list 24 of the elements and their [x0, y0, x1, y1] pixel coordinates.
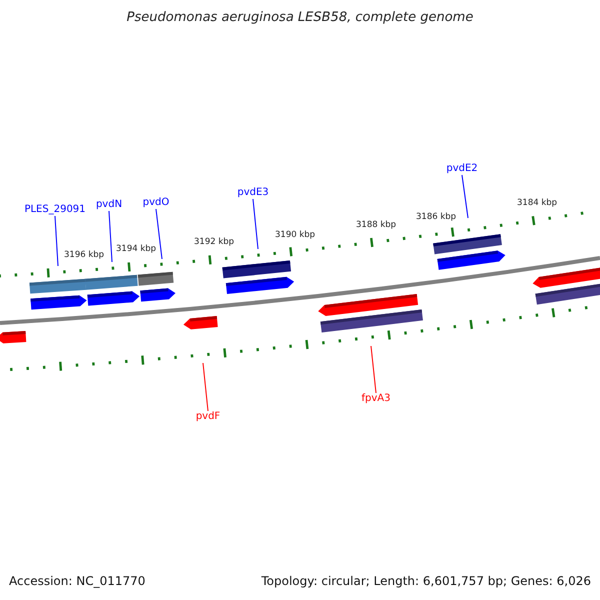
gene-label: pvdO: [142, 198, 170, 208]
leader-line: [54, 216, 58, 266]
scale-label: 3188 kbp: [356, 221, 396, 230]
leader-line: [252, 198, 258, 250]
leader-line: [370, 346, 376, 394]
scale-label: 3190 kbp: [275, 231, 316, 240]
leader-line: [108, 210, 112, 262]
scale-label: 3186 kbp: [416, 213, 456, 222]
scale-label: 3184 kbp: [517, 199, 558, 208]
scale-label: 3196 kbp: [64, 251, 104, 260]
gene-label: pvdF: [196, 412, 220, 422]
leader-line: [462, 174, 468, 218]
accession-text: Accession: NC_011770: [9, 575, 146, 587]
gene-label: pvdN: [96, 200, 122, 210]
leader-line: [202, 362, 208, 412]
gene-label: pvdE2: [446, 164, 478, 174]
scale-label: 3192 kbp: [194, 238, 234, 246]
gene-label: pvdE3: [237, 188, 269, 198]
scale-label: 3194 kbp: [116, 245, 156, 254]
diagram-title: Pseudomonas aeruginosa LESB58, complete genome: [126, 11, 474, 24]
genome-summary-text: Topology: circular; Length: 6,601,757 bp; Genes: 6,026: [261, 575, 591, 587]
gene-label: fpvA3: [362, 394, 390, 404]
leader-line: [156, 208, 162, 260]
gene-label: PLES_29091: [24, 205, 86, 215]
